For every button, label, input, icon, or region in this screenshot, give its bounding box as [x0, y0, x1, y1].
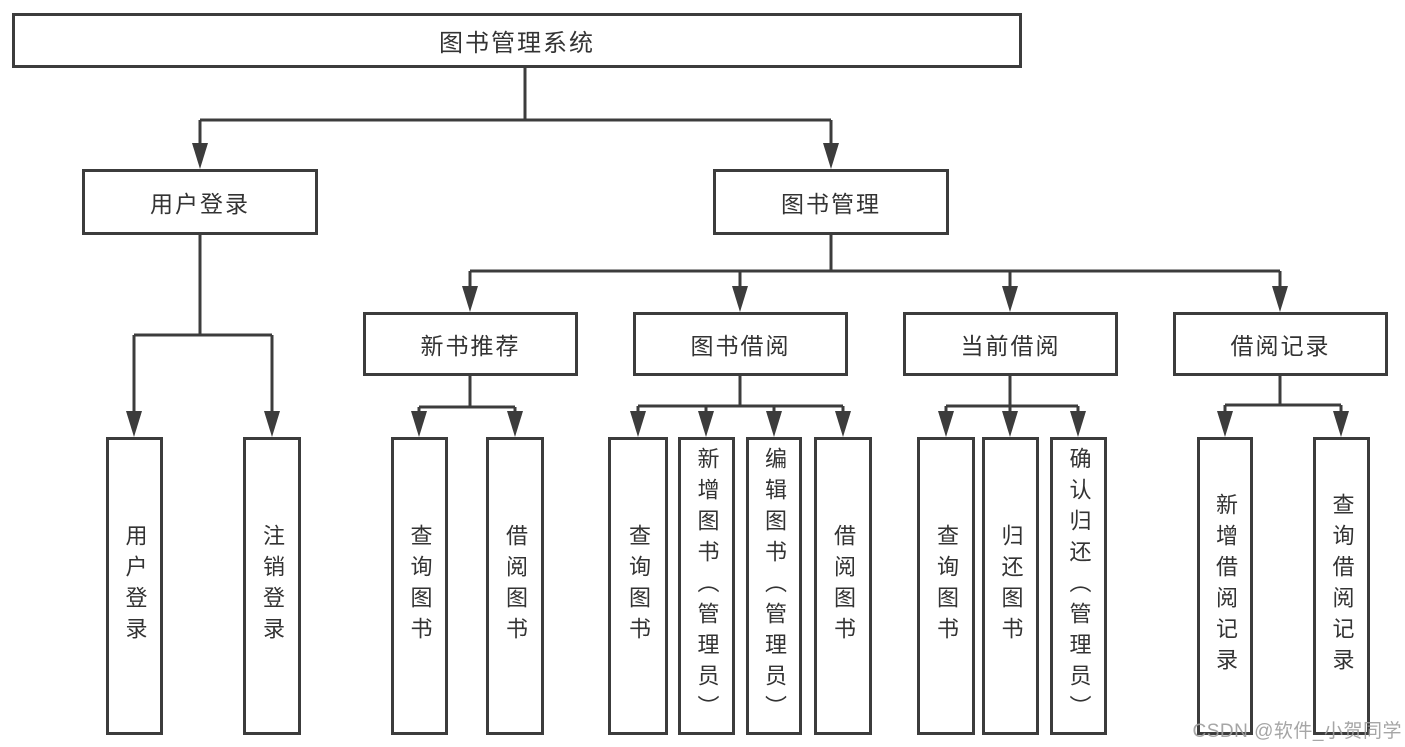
arrowhead — [698, 411, 714, 437]
arrowhead — [462, 286, 478, 312]
arrowhead — [766, 411, 782, 437]
arrowhead — [1333, 411, 1349, 437]
leaf-current-return-book: 归还图书 — [982, 437, 1039, 735]
leaf-borrow-add-book-admin: 新增图书（管理员） — [678, 437, 735, 735]
node-user-login: 用户登录 — [82, 169, 318, 235]
node-current-borrow: 当前借阅 — [903, 312, 1118, 376]
connector-login-to-leaves — [132, 235, 274, 412]
arrowhead — [1272, 286, 1288, 312]
arrowhead — [1002, 286, 1018, 312]
arrowhead — [411, 411, 427, 437]
node-book-borrow: 图书借阅 — [633, 312, 848, 376]
node-book-management: 图书管理 — [713, 169, 949, 235]
connector-management-to-level3 — [468, 235, 1282, 287]
node-new-book-recommend: 新书推荐 — [363, 312, 578, 376]
arrowhead — [835, 411, 851, 437]
leaf-current-confirm-return-admin: 确认归还（管理员） — [1050, 437, 1107, 735]
connector-records-to-leaves — [1223, 376, 1343, 413]
arrowhead — [1002, 411, 1018, 437]
leaf-current-query-book: 查询图书 — [917, 437, 975, 735]
leaf-user-login: 用户登录 — [106, 437, 163, 735]
arrowhead — [732, 286, 748, 312]
leaf-logout: 注销登录 — [243, 437, 301, 735]
csdn-watermark: CSDN @软件_小贺同学 — [1192, 721, 1402, 742]
arrowhead — [1217, 411, 1233, 437]
node-library-management-system: 图书管理系统 — [12, 13, 1022, 68]
arrowhead — [264, 411, 280, 437]
connector-root-to-level2 — [198, 68, 833, 144]
leaf-borrow-borrow-book: 借阅图书 — [814, 437, 872, 735]
leaf-records-add-record: 新增借阅记录 — [1197, 437, 1253, 735]
leaf-recommend-borrow-book: 借阅图书 — [486, 437, 544, 735]
arrowhead — [507, 411, 523, 437]
arrowhead — [1070, 411, 1086, 437]
arrowhead — [192, 143, 208, 169]
leaf-records-query-record: 查询借阅记录 — [1313, 437, 1370, 735]
arrowhead — [938, 411, 954, 437]
leaf-recommend-query-book: 查询图书 — [391, 437, 448, 735]
connector-borrow-to-leaves — [636, 376, 845, 413]
leaf-borrow-query-book: 查询图书 — [608, 437, 668, 735]
leaf-borrow-edit-book-admin: 编辑图书（管理员） — [746, 437, 802, 735]
connector-recommend-to-leaves — [417, 376, 517, 413]
node-borrow-records: 借阅记录 — [1173, 312, 1388, 376]
arrowhead — [630, 411, 646, 437]
arrowhead — [126, 411, 142, 437]
arrowhead — [823, 143, 839, 169]
connector-current-to-leaves — [944, 376, 1080, 413]
